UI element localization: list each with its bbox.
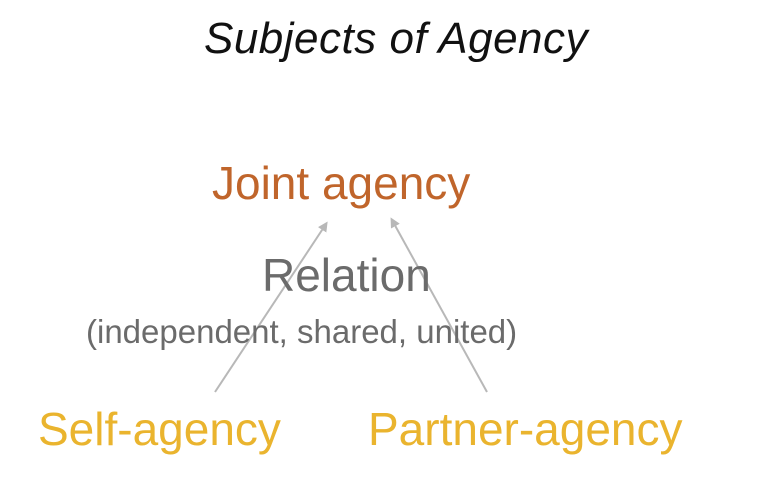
diagram-title: Subjects of Agency	[203, 14, 589, 63]
relation-detail: (independent, shared, united)	[86, 313, 518, 350]
relation-node: Relation	[262, 249, 431, 301]
joint-agency-node: Joint agency	[212, 157, 471, 209]
self-agency-node: Self-agency	[38, 403, 281, 455]
arrow-partner-to-joint	[390, 217, 488, 393]
partner-agency-node: Partner-agency	[368, 403, 683, 455]
